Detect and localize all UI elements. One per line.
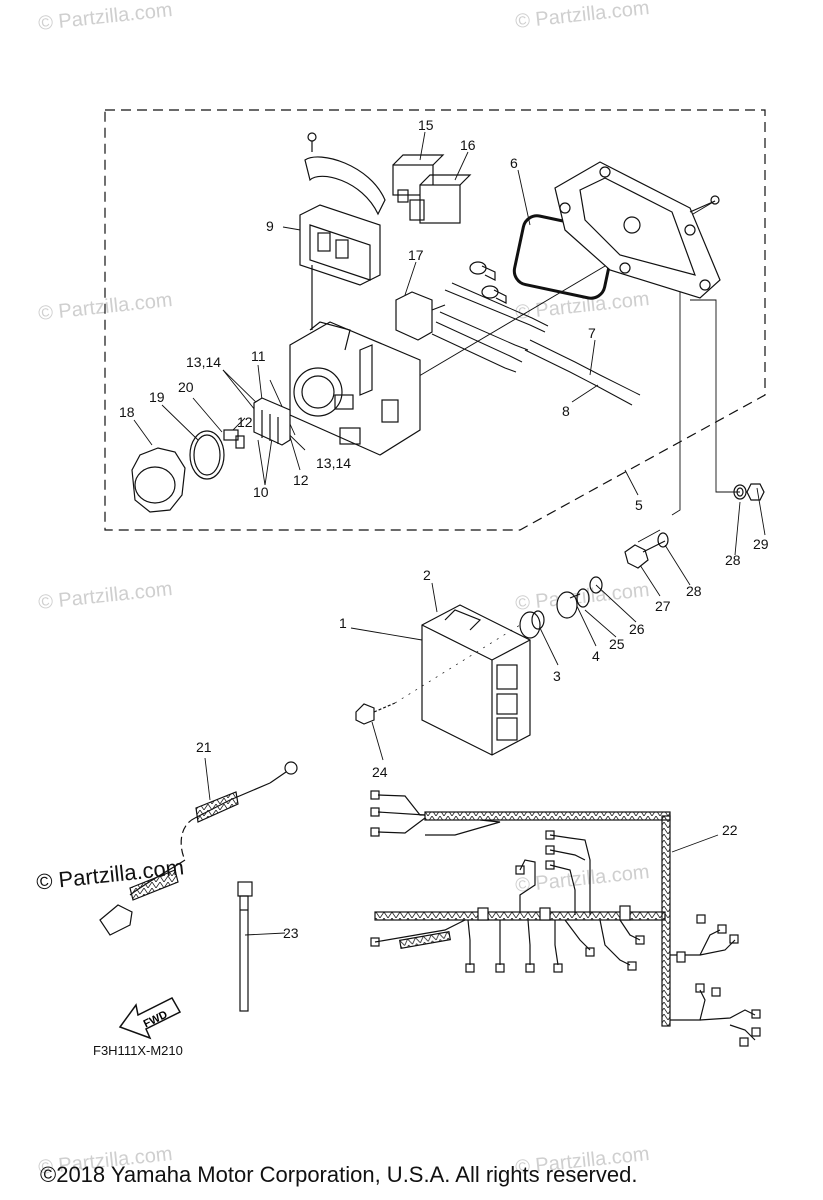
copyright-notice: ©2018 Yamaha Motor Corporation, U.S.A. A…: [40, 1162, 638, 1187]
fwd-arrow-icon: [118, 997, 182, 1040]
callout-28-lower: 28: [686, 583, 702, 599]
callout-15: 15: [418, 117, 434, 133]
callout-numbers: 15 16 6 9 17 7 8 11 13,14 20 19 18 12 13…: [119, 117, 769, 941]
callout-12-bottom: 12: [293, 472, 309, 488]
cable-leads: [431, 282, 641, 406]
callout-26: 26: [629, 621, 645, 637]
terminal-strips: [223, 397, 291, 449]
callout-25: 25: [609, 636, 625, 652]
o-ring-19: [189, 430, 225, 480]
relay-16: [409, 174, 472, 224]
sensor-17: [395, 291, 446, 341]
callout-6: 6: [510, 155, 518, 171]
callout-9: 9: [266, 218, 274, 234]
callout-13-14-bottom: 13,14: [316, 455, 351, 471]
callout-22: 22: [722, 822, 738, 838]
throttle-body: [289, 321, 421, 456]
callout-27: 27: [655, 598, 671, 614]
wire-harness-22: [370, 790, 761, 1047]
bushings: [519, 576, 603, 639]
callout-10: 10: [253, 484, 269, 500]
callout-29: 29: [753, 536, 769, 552]
assembly-boundary: [104, 109, 766, 531]
callout-21: 21: [196, 739, 212, 755]
callout-18: 18: [119, 404, 135, 420]
ecu-unit: [421, 604, 531, 756]
gasket-plate: [554, 161, 721, 299]
callout-23: 23: [283, 925, 299, 941]
callout-19: 19: [149, 389, 165, 405]
cable-21: [99, 761, 298, 936]
callout-7: 7: [588, 325, 596, 341]
callout-16: 16: [460, 137, 476, 153]
reference-code: F3H111X-M210: [93, 1043, 183, 1058]
cap-18: [131, 447, 186, 513]
cover-9: [299, 204, 381, 330]
callout-4: 4: [592, 648, 600, 664]
washers: [624, 483, 765, 569]
fittings: [469, 261, 507, 304]
callout-2: 2: [423, 567, 431, 583]
cable-tie-23: [237, 881, 253, 1012]
callout-3: 3: [553, 668, 561, 684]
callout-24: 24: [372, 764, 388, 780]
callout-1: 1: [339, 615, 347, 631]
bolt-24: [355, 624, 521, 725]
callout-8: 8: [562, 403, 570, 419]
callout-28-upper: 28: [725, 552, 741, 568]
callout-12-left: 12: [237, 414, 253, 430]
bracket: [304, 132, 386, 216]
callout-5: 5: [635, 497, 643, 513]
callout-11: 11: [251, 348, 266, 364]
callout-17: 17: [408, 247, 424, 263]
callout-13-14-top: 13,14: [186, 354, 221, 370]
callout-20: 20: [178, 379, 194, 395]
